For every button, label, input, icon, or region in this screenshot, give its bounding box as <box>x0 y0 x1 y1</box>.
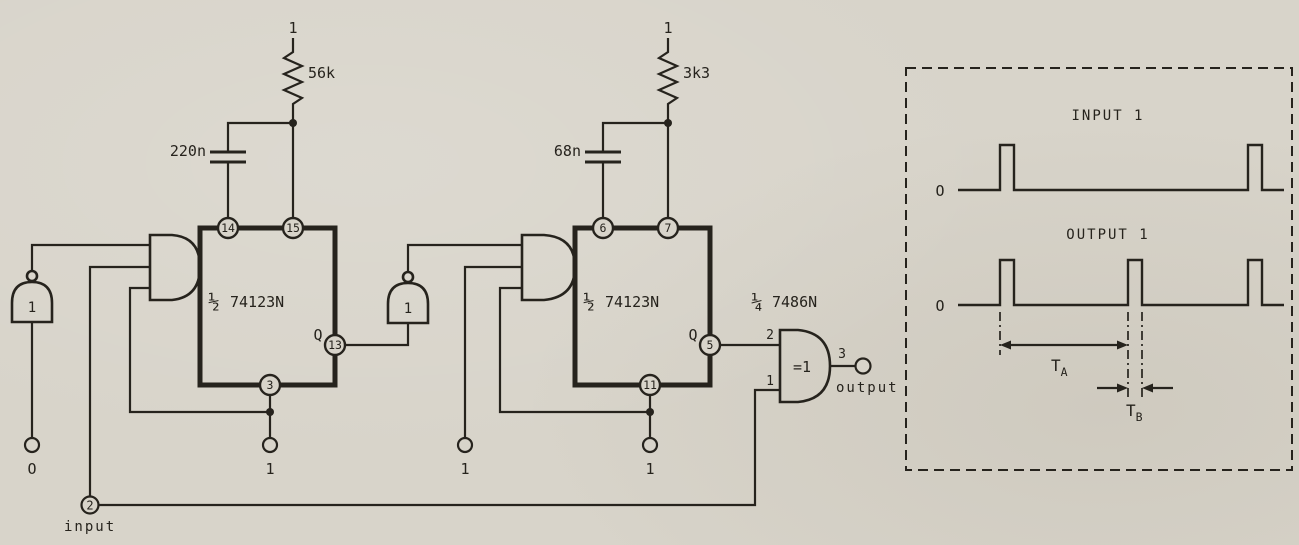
pin-13-number: 13 <box>328 338 342 352</box>
tb-arrowhead-right <box>1142 383 1153 393</box>
input-long-wire <box>98 388 780 507</box>
pin-14-number: 14 <box>221 221 235 235</box>
timing-input-zero: O <box>935 182 944 200</box>
inverter-gate-1: 1 O <box>10 243 150 478</box>
resistor-56k <box>281 38 305 218</box>
tb-dimension: TB <box>1097 383 1173 424</box>
inverter1-label: 1 <box>28 300 36 316</box>
pin-13: 13 <box>323 333 347 357</box>
output-label: output <box>836 380 899 396</box>
ic2-part-number: 74123N <box>605 293 659 311</box>
timing-output-title: OUTPUT 1 <box>1066 227 1149 243</box>
xor-gate: ¼ 7486N 2 1 =1 3 output <box>720 291 899 404</box>
xor-pin2-number: 2 <box>766 328 774 343</box>
ta-label: TA <box>1051 356 1068 379</box>
pin-14: 14 <box>216 216 240 240</box>
xor-pin3-number: 3 <box>838 347 846 362</box>
input-terminal: 2 input <box>64 388 780 535</box>
cap-branch-wire <box>226 121 293 152</box>
pin-11-number: 11 <box>643 378 657 392</box>
ic2-q-label: Q <box>688 326 697 344</box>
inverter2-bubble <box>401 270 415 284</box>
cap-branch-wire-2 <box>601 121 668 152</box>
junction-dot <box>646 408 654 416</box>
output-waveform <box>958 258 1284 307</box>
ic1-part-number: 74123N <box>230 293 284 311</box>
capacitor-68n-value: 68n <box>554 142 581 160</box>
input-label: input <box>64 519 116 535</box>
and1-bottom-input-wire <box>128 286 270 414</box>
pin-6: 6 <box>591 216 615 240</box>
pin-7-number: 7 <box>665 221 672 235</box>
tb-arrowhead-left <box>1117 383 1128 393</box>
pin-3: 3 <box>258 373 282 397</box>
trigger-and-gate-2: 1 1 <box>456 233 659 478</box>
junction-dot <box>266 408 274 416</box>
inverter2-output-wire <box>406 243 522 272</box>
xor-part-number: 7486N <box>772 293 817 311</box>
inverter2-label: 1 <box>404 301 412 317</box>
pin-5-number: 5 <box>707 338 714 352</box>
supply-label-1: 1 <box>288 19 297 37</box>
capacitor-220n-value: 220n <box>170 142 206 160</box>
terminal-low <box>23 436 41 454</box>
input-pin-number: 2 <box>86 499 93 513</box>
inverter-gate-2: 1 <box>345 243 522 347</box>
input-waveform <box>958 143 1284 192</box>
pin-3-number: 3 <box>267 378 274 392</box>
timing-diagram: INPUT 1 O OUTPUT 1 O TA TB <box>905 67 1293 471</box>
terminal-high-3 <box>641 436 659 454</box>
pin-15-number: 15 <box>286 221 300 235</box>
terminal-high-1 <box>261 436 279 454</box>
xor-function-label: =1 <box>793 358 811 376</box>
xor-fraction-label: ¼ <box>751 291 762 313</box>
supply-label-2: 1 <box>663 19 672 37</box>
pin-5: 5 <box>698 333 722 357</box>
ic1-half-label: ½ <box>208 291 219 313</box>
ta-arrowhead-left <box>1000 340 1011 350</box>
pin-7: 7 <box>656 216 680 240</box>
resistor-3k3 <box>656 38 680 218</box>
capacitor-68n <box>585 150 621 164</box>
xor-pin1-number: 1 <box>766 374 774 389</box>
timing-panel-border <box>905 67 1293 471</box>
ic2-half-label: ½ <box>583 291 594 313</box>
terminal-low-label: O <box>27 460 36 478</box>
capacitor-220n <box>210 150 246 164</box>
terminal-high-3-label: 1 <box>645 460 654 478</box>
timing-input-title: INPUT 1 <box>1071 108 1144 124</box>
ic1-q-label: Q <box>313 326 322 344</box>
and1-mid-input-wire <box>88 265 150 496</box>
ta-arrowhead-right <box>1117 340 1128 350</box>
timing-output-zero: O <box>935 297 944 315</box>
pin-6-number: 6 <box>600 221 607 235</box>
resistor-3k3-value: 3k3 <box>683 64 710 82</box>
output-terminal <box>854 357 872 375</box>
inverter1-bubble <box>25 269 39 283</box>
q13-to-inverter2-wire <box>345 323 410 347</box>
tb-label: TB <box>1126 401 1143 424</box>
inverter1-output-wire <box>30 243 150 271</box>
monostable-2: 1 3k3 68n ½ 74123N Q 6 7 5 11 <box>554 19 722 397</box>
terminal-high-1-label: 1 <box>265 460 274 478</box>
and2-bottom-input-wire <box>498 286 650 414</box>
and2-body <box>520 233 577 302</box>
resistor-56k-value: 56k <box>308 64 335 82</box>
monostable-1: 1 56k 220n ½ 74123N Q 14 15 13 3 <box>170 19 347 397</box>
pin-15: 15 <box>281 216 305 240</box>
and1-body <box>148 233 202 302</box>
ta-dimension: TA <box>1000 340 1128 379</box>
trigger-and-gate-1: 1 <box>88 233 279 496</box>
pin-11: 11 <box>638 373 662 397</box>
terminal-high-2-label: 1 <box>460 460 469 478</box>
terminal-high-2 <box>456 436 474 454</box>
and2-mid-input-wire <box>463 265 522 438</box>
